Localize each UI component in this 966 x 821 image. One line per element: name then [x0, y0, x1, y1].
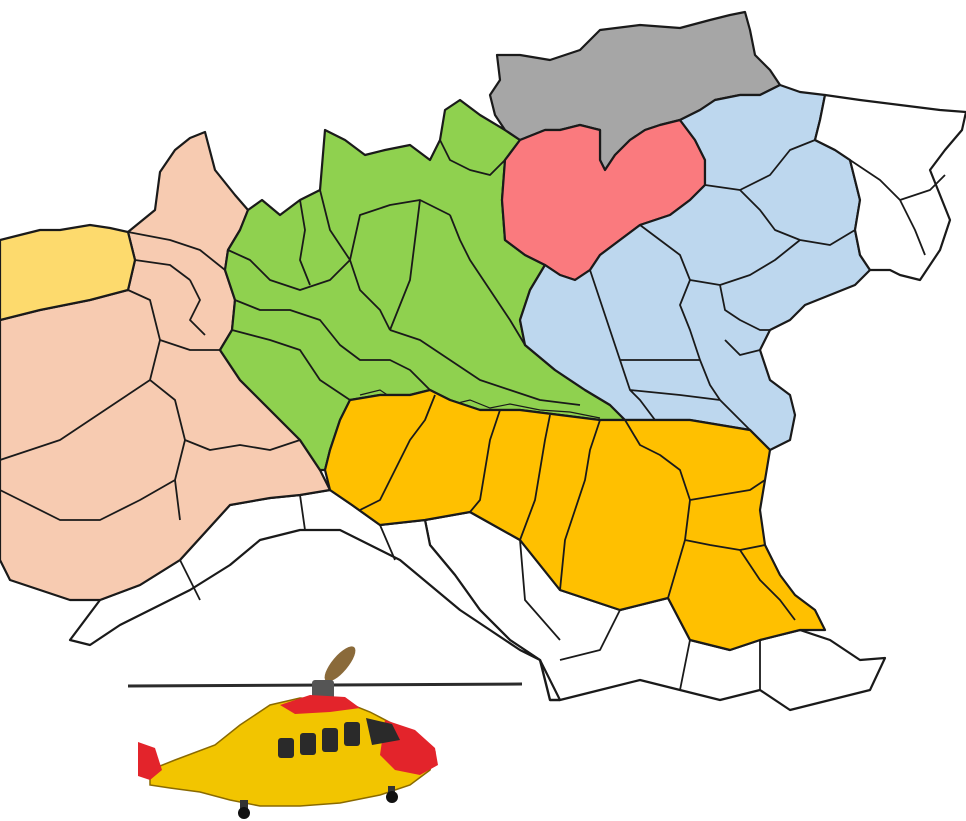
rescue-helicopter-icon: [127, 646, 523, 819]
friuli-inner-borders: [849, 159, 946, 256]
helicopter-wheel: [386, 791, 398, 803]
friuli-region: [813, 93, 966, 282]
veneto-inner-borders: [589, 139, 856, 431]
emilia-romagna-inner-borders: [359, 394, 796, 621]
lombardia-region: [218, 98, 627, 472]
helicopter-cowling: [280, 695, 360, 714]
helicopter-tail-fin: [138, 742, 162, 780]
helicopter-landing-gear: [388, 786, 395, 796]
helicopter-landing-gear: [240, 800, 248, 812]
friuli-province: [813, 93, 966, 282]
emilia-romagna-region: [323, 388, 827, 652]
valle-aosta-province: [0, 223, 137, 322]
helicopter-rotor-blade: [324, 646, 356, 682]
helicopter-window: [300, 733, 316, 755]
liguria-inner-borders: [179, 494, 396, 601]
lombardia-inner-borders: [227, 139, 581, 406]
toscana-coast: [538, 659, 560, 702]
valle-aosta-region: [0, 223, 137, 322]
helicopter-cockpit-window: [366, 718, 400, 745]
toscana-inner-borders: [519, 539, 761, 691]
helicopter-window: [344, 722, 360, 746]
helicopter-window: [278, 738, 294, 758]
piemonte-inner-borders: [0, 231, 301, 521]
emilia-romagna-province: [323, 388, 827, 652]
helicopter-wheel: [238, 807, 250, 819]
helicopter-window: [322, 728, 338, 752]
